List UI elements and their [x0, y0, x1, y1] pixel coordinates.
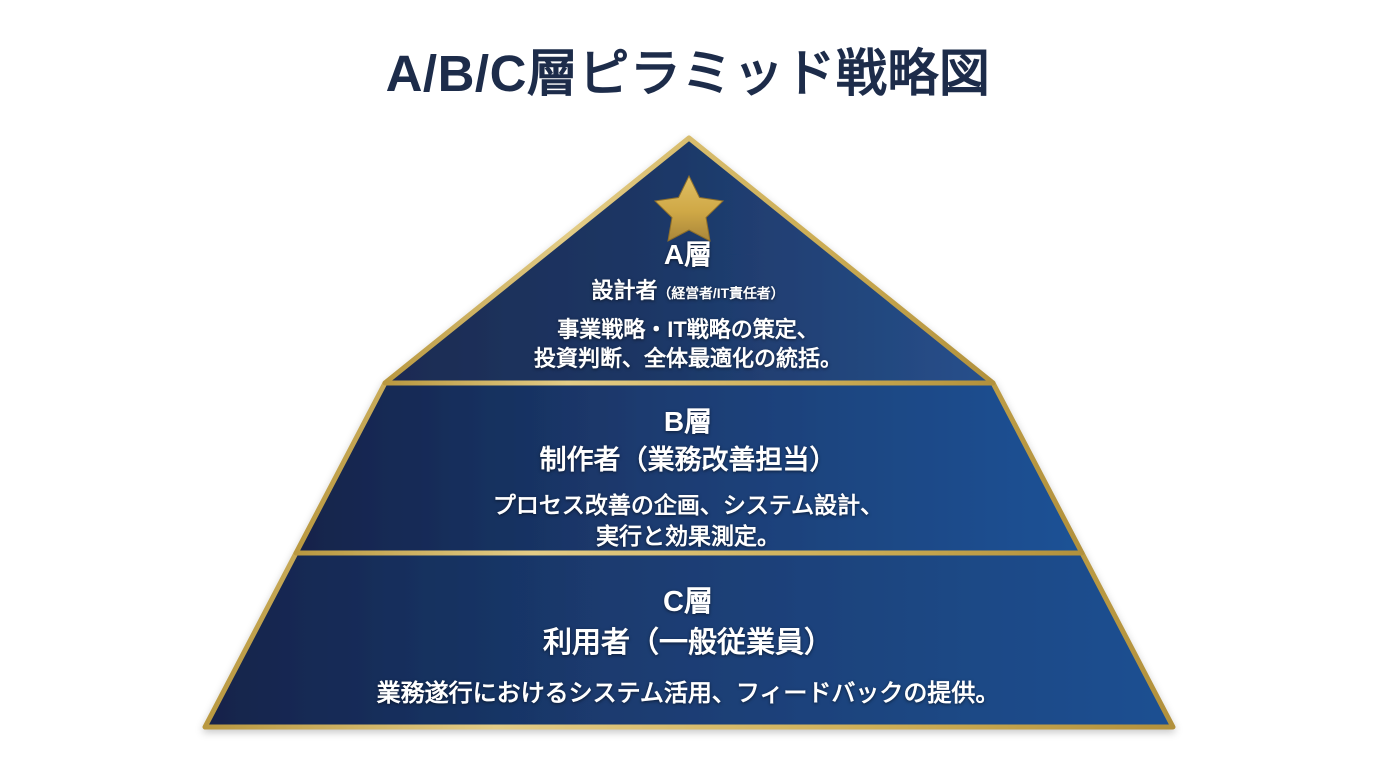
tier-c-shape [202, 550, 1176, 730]
tier-a-shape [382, 135, 996, 386]
tier-b-shape [293, 380, 1085, 556]
star-icon [653, 174, 725, 242]
page-title: A/B/C層ピラミッド戦略図 [385, 45, 991, 102]
